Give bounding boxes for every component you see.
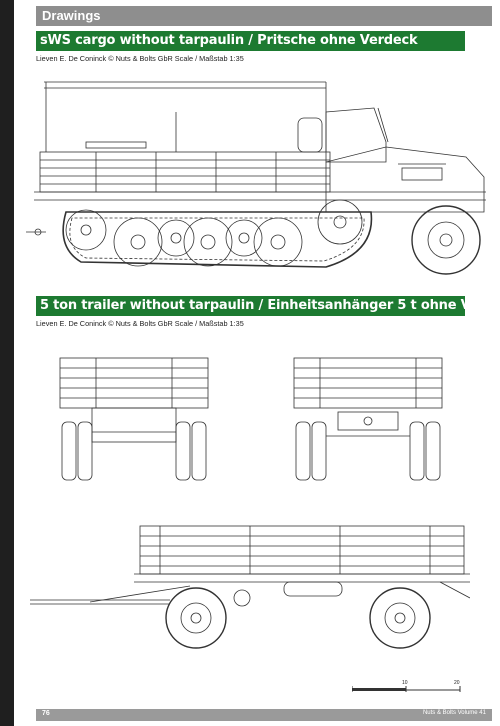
publication-name: Nuts & Bolts Volume 41 [422, 710, 486, 716]
trailer-front-view-drawing [293, 357, 443, 481]
page-edge-strip [0, 0, 14, 726]
trailer-rear-view-drawing [59, 357, 209, 481]
trailer-side-view-drawing [30, 525, 470, 649]
section-1-title: sWS cargo without tarpaulin / Pritsche o… [40, 33, 418, 48]
section-1-banner: sWS cargo without tarpaulin / Pritsche o… [36, 31, 465, 51]
page-number: 76 [42, 710, 50, 717]
scale-bar-end-label: 20 [454, 680, 460, 686]
scale-bar: 10 20 [351, 680, 462, 699]
footer-bar: 76 Nuts & Bolts Volume 41 [36, 709, 492, 721]
header-bar: Drawings [36, 6, 492, 26]
halftrack-side-view-drawing [26, 81, 486, 275]
section-2-credit: Lieven E. De Coninck © Nuts & Bolts GbR … [36, 319, 244, 328]
section-1-credit: Lieven E. De Coninck © Nuts & Bolts GbR … [36, 54, 244, 63]
scale-bar-mid-label: 10 [402, 680, 408, 686]
header-label: Drawings [42, 8, 101, 23]
section-2-banner: 5 ton trailer without tarpaulin / Einhei… [36, 296, 500, 316]
section-2-title: 5 ton trailer without tarpaulin / Einhei… [40, 298, 500, 313]
